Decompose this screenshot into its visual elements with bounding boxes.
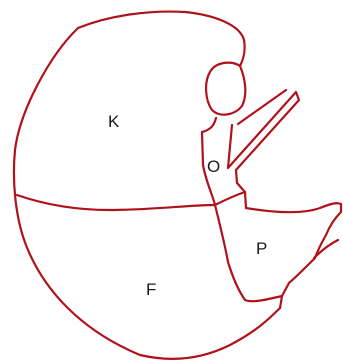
region-label-o: O — [207, 157, 220, 176]
f-p-divider — [215, 205, 282, 301]
region-label-f: F — [146, 280, 156, 299]
k-f-divider — [17, 195, 215, 210]
region-label-p: P — [256, 239, 267, 258]
top-lobe-boundary — [78, 12, 245, 115]
region-label-k: K — [108, 112, 120, 131]
